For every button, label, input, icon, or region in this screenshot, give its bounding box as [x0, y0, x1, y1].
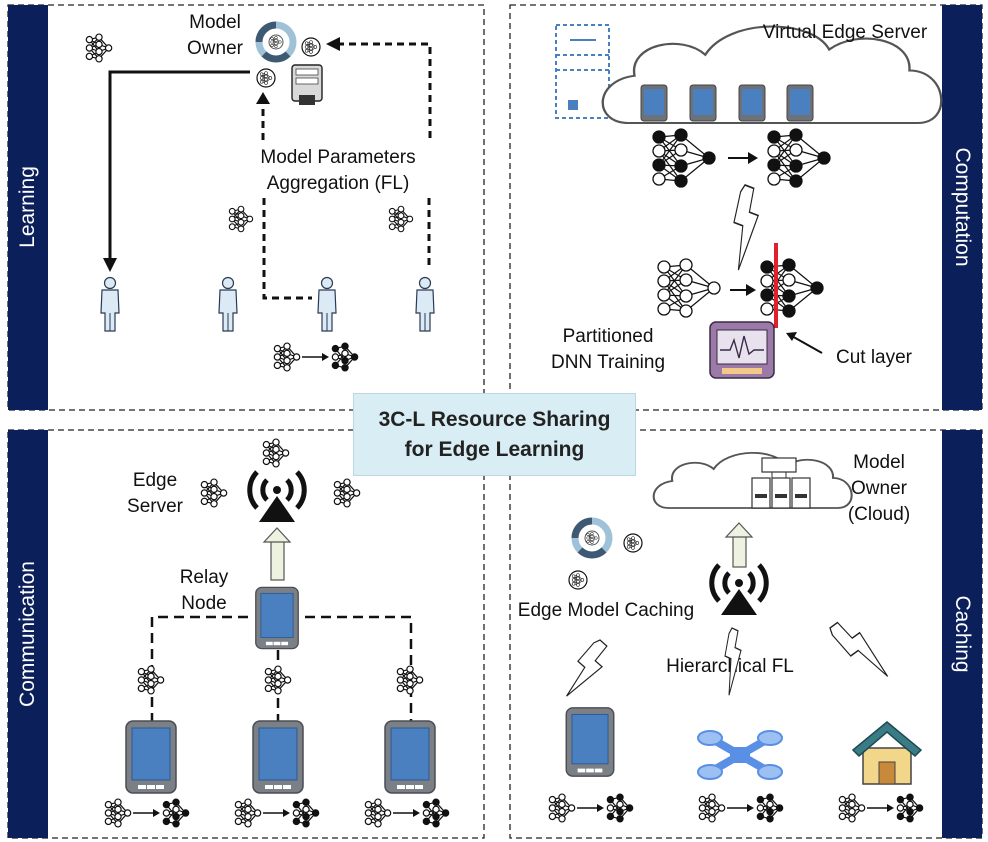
person-icon	[100, 276, 120, 332]
aggregation-label-2: Aggregation (FL)	[267, 173, 410, 194]
communication-band	[8, 430, 48, 838]
neural-net-pair-icon	[105, 799, 188, 827]
drone-icon	[697, 730, 783, 780]
tablet-icon	[384, 720, 436, 794]
learning-frame	[7, 4, 485, 411]
tablet-icon	[125, 720, 177, 794]
caching-band	[942, 430, 982, 838]
edge-server-label-1: Edge	[133, 470, 177, 491]
model-owner-label-1: Model	[189, 12, 241, 33]
tablet-icon	[786, 84, 814, 122]
neural-net-pair-icon	[235, 799, 318, 827]
partitioned-label-1: Partitioned	[563, 326, 654, 347]
neural-net-icon	[652, 128, 716, 188]
learning-side-label: Learning	[16, 166, 39, 248]
person-icon	[415, 276, 435, 332]
center-title-line-2: for Edge Learning	[404, 437, 585, 461]
learning-quadrant: Model Owner Model Parameters Aggregation…	[85, 12, 435, 371]
communication-quadrant: Edge Server Relay Node	[105, 438, 448, 827]
cache-ring-icon	[575, 521, 609, 555]
tablet-icon	[689, 84, 717, 122]
up-arrow-icon	[262, 527, 292, 581]
lightning-icon	[823, 616, 900, 681]
tablet-icon	[738, 84, 766, 122]
person-icon	[317, 276, 337, 332]
computation-quadrant: Virtual Edge Server Partitioned DNN Trai…	[551, 22, 943, 379]
up-arrow-icon	[724, 522, 754, 568]
tablet-icon	[252, 720, 304, 794]
neural-net-icon	[396, 665, 424, 695]
lightning-icon	[733, 184, 760, 271]
tablet-icon	[565, 707, 615, 777]
server-cluster-icon	[751, 457, 811, 509]
relay-node-label-2: Node	[181, 593, 226, 614]
circled-nn-icon	[569, 571, 587, 589]
hierarchical-fl-label: Hierarchical FL	[666, 656, 794, 677]
neural-net-icon	[657, 258, 721, 318]
neural-net-icon	[388, 205, 414, 233]
neural-net-icon	[200, 478, 228, 508]
neural-net-pair-icon	[699, 794, 782, 822]
partitioned-label-2: DNN Training	[551, 352, 665, 373]
neural-net-icon	[228, 205, 254, 233]
neural-net-icon	[264, 665, 292, 695]
learning-band	[8, 5, 48, 410]
neural-net-icon	[767, 128, 831, 188]
model-owner-label-2: Owner	[187, 38, 244, 59]
tablet-icon	[640, 84, 668, 122]
neural-net-icon	[262, 438, 290, 468]
lightning-icon	[724, 627, 742, 696]
edge-model-caching-label: Edge Model Caching	[518, 600, 694, 621]
model-owner-cloud-label-1: Model	[853, 452, 905, 473]
computation-side-label: Computation	[951, 147, 974, 266]
center-title-box: 3C-L Resource Sharing for Edge Learning	[353, 393, 636, 476]
neural-net-icon	[85, 33, 113, 63]
circled-nn-icon	[624, 534, 642, 552]
server-icon	[291, 64, 323, 105]
virtual-edge-server-label: Virtual Edge Server	[763, 22, 928, 43]
circled-nn-icon	[257, 69, 275, 87]
cache-ring-icon	[259, 25, 293, 59]
virtual-server-rack-icon	[555, 24, 610, 119]
tablet-icon	[255, 586, 299, 650]
neural-net-pair-icon	[365, 799, 448, 827]
neural-net-pair-icon	[274, 343, 357, 371]
antenna-icon	[250, 472, 304, 522]
computation-band	[942, 5, 982, 410]
person-icon	[218, 276, 238, 332]
antenna-icon	[712, 565, 766, 615]
relay-node-label-1: Relay	[180, 567, 229, 588]
center-title-line-1: 3C-L Resource Sharing	[378, 407, 611, 431]
communication-side-label: Communication	[16, 561, 39, 707]
neural-net-icon	[333, 478, 361, 508]
model-owner-cloud-label-3: (Cloud)	[848, 504, 910, 525]
lightning-icon	[561, 634, 613, 706]
caching-side-label: Caching	[951, 595, 974, 672]
neural-net-pair-icon	[839, 794, 922, 822]
monitor-icon	[709, 321, 775, 379]
circled-nn-icon	[302, 38, 320, 56]
neural-net-icon	[137, 665, 165, 695]
neural-net-icon	[760, 258, 824, 318]
house-icon	[851, 721, 923, 785]
caching-quadrant: Model Owner (Cloud) Edge Model Caching H…	[518, 451, 923, 822]
model-owner-cloud-label-2: Owner	[851, 478, 908, 499]
edge-server-label-2: Server	[127, 496, 184, 517]
cut-layer-label: Cut layer	[836, 347, 913, 368]
neural-net-pair-icon	[549, 794, 632, 822]
aggregation-label-1: Model Parameters	[260, 147, 415, 168]
